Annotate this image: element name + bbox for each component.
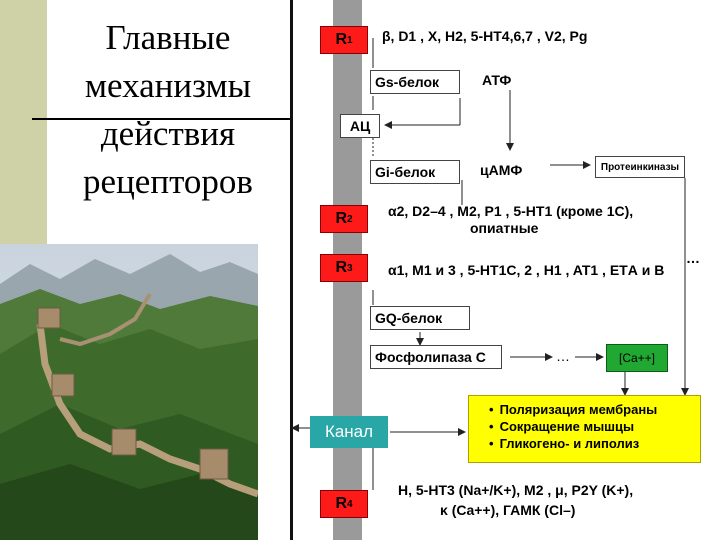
r3-subscript: 3 bbox=[347, 263, 353, 274]
r4-ligands-line2: κ (Ca++), ГАМК (Cl–) bbox=[440, 502, 575, 518]
gi-protein-box: Gi-белок bbox=[370, 160, 460, 184]
r1-label: R bbox=[335, 31, 347, 49]
great-wall-photo bbox=[0, 244, 258, 540]
protein-kinases-label: Протеинкиназы bbox=[601, 162, 679, 173]
divider-line bbox=[290, 0, 293, 540]
r2-ligands-line2: опиатные bbox=[470, 220, 538, 236]
r2-subscript: 2 bbox=[347, 214, 353, 225]
phospholipase-box: Фосфолипаза С bbox=[370, 345, 502, 369]
gq-protein-label: GQ-белок bbox=[375, 310, 442, 326]
r4-label: R bbox=[335, 495, 347, 513]
dots-right: … bbox=[686, 250, 700, 266]
calcium-label: [Ca++] bbox=[619, 351, 655, 365]
r4-ligands-line1: H, 5-HT3 (Na+/K+), M2 , μ, P2Y (K+), bbox=[398, 482, 633, 498]
ac-box: АЦ bbox=[340, 114, 380, 138]
title-line-4: рецепторов bbox=[83, 162, 253, 201]
calcium-box: [Ca++] bbox=[606, 344, 668, 372]
gs-protein-box: Gs-белок bbox=[370, 70, 460, 94]
decorative-stripe bbox=[0, 0, 47, 245]
left-panel: Главные механизмы действия рецепторов bbox=[0, 0, 290, 540]
effect-item: Поляризация мембраны bbox=[489, 401, 692, 418]
r3-ligands: α1, M1 и 3 , 5-HT1С, 2 , H1 , AT1 , ETА … bbox=[388, 262, 664, 278]
effects-box: Поляризация мембраны Сокращение мышцы Гл… bbox=[468, 395, 701, 463]
phospholipase-label: Фосфолипаза С bbox=[375, 349, 486, 365]
gi-protein-label: Gi-белок bbox=[375, 164, 435, 180]
gq-protein-box: GQ-белок bbox=[370, 306, 470, 330]
ac-label: АЦ bbox=[350, 118, 370, 134]
r2-label: R bbox=[335, 210, 347, 228]
dots-middle: … bbox=[556, 348, 570, 364]
effect-item: Сокращение мышцы bbox=[489, 418, 692, 435]
r2-ligands-line1: α2, D2–4 , M2, P1 , 5-HT1 (кроме 1С), bbox=[388, 203, 633, 219]
effects-list: Поляризация мембраны Сокращение мышцы Гл… bbox=[477, 401, 692, 452]
r3-label: R bbox=[335, 259, 347, 277]
camp-label: цАМФ bbox=[480, 162, 522, 178]
channel-box: Канал bbox=[310, 416, 388, 448]
gs-protein-label: Gs-белок bbox=[375, 74, 439, 90]
r1-subscript: 1 bbox=[347, 35, 353, 46]
r1-ligands: β, D1 , X, H2, 5-HT4,6,7 , V2, Pg bbox=[382, 28, 587, 44]
r4-subscript: 4 bbox=[347, 499, 353, 510]
title-underline bbox=[32, 118, 290, 120]
effect-item: Гликогено- и липолиз bbox=[489, 435, 692, 452]
slide-title: Главные механизмы действия рецепторов bbox=[48, 14, 288, 206]
protein-kinases-box: Протеинкиназы bbox=[595, 156, 685, 178]
title-line-2: механизмы bbox=[85, 66, 251, 105]
channel-label: Канал bbox=[325, 422, 373, 442]
title-line-1: Главные bbox=[106, 18, 231, 57]
atf-label: АТФ bbox=[482, 72, 511, 88]
